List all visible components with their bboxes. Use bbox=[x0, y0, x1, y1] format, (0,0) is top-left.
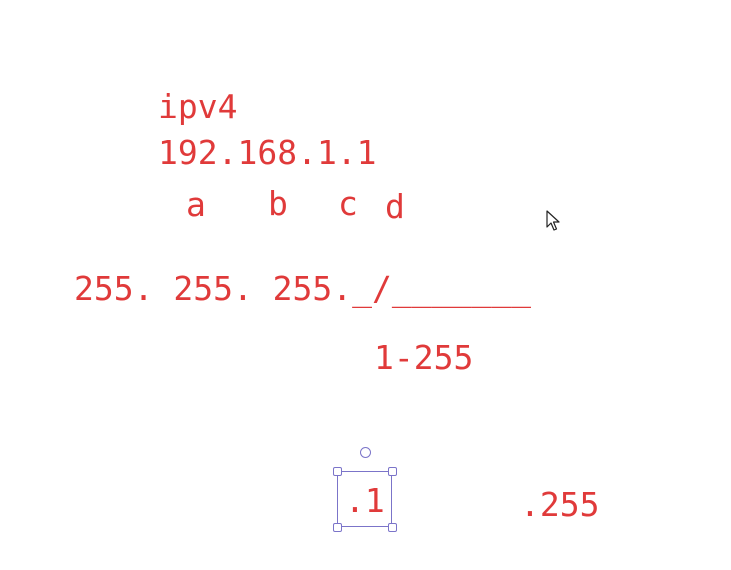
text-subnet-mask[interactable]: 255. 255. 255._/_______ bbox=[74, 269, 531, 308]
text-octet-label-a[interactable]: a bbox=[186, 185, 206, 224]
selection-box[interactable] bbox=[337, 471, 392, 527]
text-ipv4[interactable]: ipv4 bbox=[158, 87, 238, 126]
text-octet-label-c[interactable]: c bbox=[338, 184, 358, 223]
resize-handle-top-right[interactable] bbox=[388, 467, 397, 476]
text-host-range[interactable]: 1-255 bbox=[374, 338, 474, 377]
resize-handle-top-left[interactable] bbox=[333, 467, 342, 476]
text-ip-address[interactable]: 192.168.1.1 bbox=[158, 133, 377, 172]
text-first-host[interactable]: .1 bbox=[345, 481, 385, 520]
arrow-cursor-icon bbox=[546, 210, 560, 231]
resize-handle-bottom-right[interactable] bbox=[388, 523, 397, 532]
text-last-host[interactable]: .255 bbox=[520, 485, 600, 524]
text-octet-label-b[interactable]: b bbox=[268, 184, 288, 223]
text-octet-label-d[interactable]: d bbox=[385, 187, 405, 226]
resize-handle-bottom-left[interactable] bbox=[333, 523, 342, 532]
rotate-handle-icon[interactable] bbox=[360, 447, 371, 458]
